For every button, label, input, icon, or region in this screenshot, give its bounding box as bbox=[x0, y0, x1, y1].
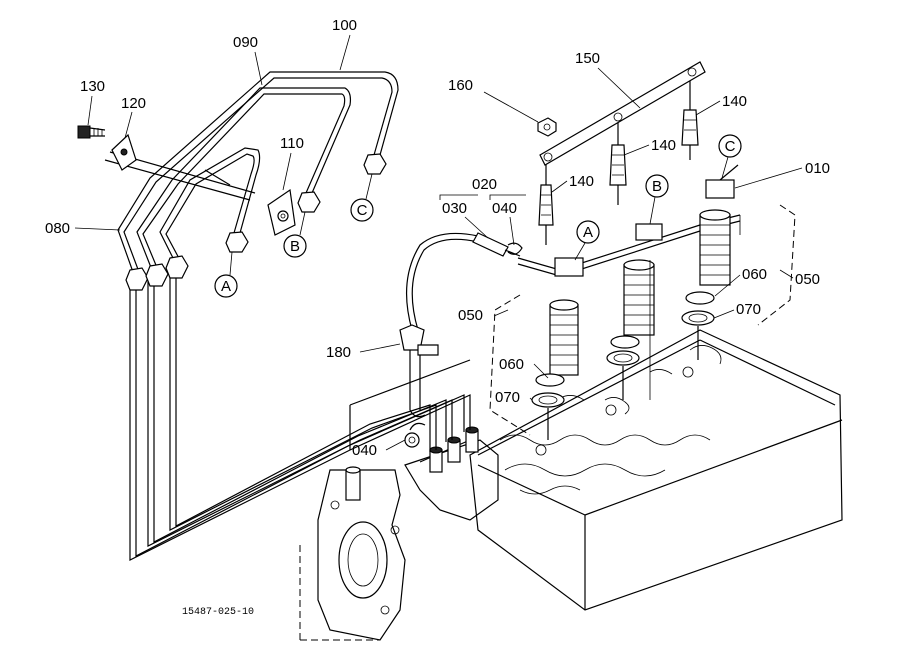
svg-text:040: 040 bbox=[352, 442, 377, 459]
part-label-060-right: 060 bbox=[714, 266, 767, 297]
part-label-050-left: 050 bbox=[458, 307, 509, 324]
part-label-140-right: 140 bbox=[695, 93, 747, 116]
connector-c-pipe: C bbox=[350, 173, 374, 222]
svg-text:070: 070 bbox=[495, 389, 520, 406]
svg-text:100: 100 bbox=[332, 17, 357, 34]
part-label-050-right: 050 bbox=[779, 269, 820, 288]
part-label-070-right: 070 bbox=[713, 301, 761, 319]
svg-text:060: 060 bbox=[499, 356, 524, 373]
part-label-010: 010 bbox=[734, 160, 830, 189]
glow-plug-left bbox=[538, 160, 554, 245]
svg-text:150: 150 bbox=[575, 50, 600, 67]
injection-pump-housing bbox=[299, 426, 499, 641]
drawing-code: 15487-025-10 bbox=[182, 607, 254, 618]
glow-plug-lead-150 bbox=[539, 61, 706, 166]
svg-text:130: 130 bbox=[80, 78, 105, 95]
svg-text:090: 090 bbox=[233, 34, 258, 51]
svg-text:B: B bbox=[290, 238, 300, 255]
svg-text:070: 070 bbox=[736, 301, 761, 318]
part-label-100: 100 bbox=[332, 17, 357, 71]
engine-cylinder-head bbox=[469, 329, 843, 611]
svg-text:020: 020 bbox=[472, 176, 497, 193]
connector-a-nozzle: A bbox=[574, 220, 600, 261]
svg-text:C: C bbox=[357, 202, 368, 219]
svg-text:B: B bbox=[652, 178, 662, 195]
part-label-110: 110 bbox=[280, 135, 304, 191]
svg-text:140: 140 bbox=[651, 137, 676, 154]
part-label-040-upper: 040 bbox=[489, 194, 526, 246]
connector-b-pipe: B bbox=[283, 211, 307, 258]
assembly-outline-050-left bbox=[489, 294, 531, 436]
part-label-130: 130 bbox=[80, 78, 105, 126]
svg-text:030: 030 bbox=[442, 200, 467, 217]
clamp-plate-120 bbox=[111, 133, 137, 171]
svg-text:180: 180 bbox=[326, 344, 351, 361]
injection-pipe-080 bbox=[129, 272, 471, 561]
svg-text:A: A bbox=[221, 278, 231, 295]
part-label-080: 080 bbox=[45, 220, 121, 237]
part-label-040-lower: 040 bbox=[352, 439, 406, 459]
svg-text:120: 120 bbox=[121, 95, 146, 112]
nozzle-holder-left bbox=[531, 257, 584, 440]
svg-text:010: 010 bbox=[805, 160, 830, 177]
injection-pipes-upper bbox=[104, 71, 399, 291]
part-label-090: 090 bbox=[233, 34, 263, 86]
svg-text:140: 140 bbox=[722, 93, 747, 110]
svg-text:050: 050 bbox=[458, 307, 483, 324]
glow-plug-middle bbox=[609, 120, 627, 205]
part-label-140-middle: 140 bbox=[623, 137, 676, 156]
part-label-140-left: 140 bbox=[551, 173, 594, 193]
part-label-070-left: 070 bbox=[495, 389, 533, 406]
pipe-clamp-110 bbox=[267, 188, 296, 236]
svg-text:140: 140 bbox=[569, 173, 594, 190]
svg-text:080: 080 bbox=[45, 220, 70, 237]
connector-a-pipe: A bbox=[214, 251, 238, 298]
svg-text:050: 050 bbox=[795, 271, 820, 288]
svg-text:C: C bbox=[725, 138, 736, 155]
svg-text:110: 110 bbox=[280, 135, 304, 152]
connector-c-nozzle: C bbox=[718, 134, 742, 179]
assembly-outline-050-right bbox=[757, 204, 796, 326]
part-label-150: 150 bbox=[575, 50, 641, 109]
svg-text:060: 060 bbox=[742, 266, 767, 283]
part-label-020: 020 bbox=[472, 176, 497, 193]
nozzle-holder-middle bbox=[606, 223, 663, 400]
nut-160 bbox=[537, 117, 557, 137]
part-label-030: 030 bbox=[439, 194, 489, 239]
connector-b-nozzle: B bbox=[645, 174, 669, 225]
part-label-180: 180 bbox=[326, 343, 401, 361]
part-label-120: 120 bbox=[121, 95, 146, 139]
part-label-060-left: 060 bbox=[499, 356, 549, 379]
nozzle-holder-right bbox=[681, 164, 739, 360]
svg-text:040: 040 bbox=[492, 200, 517, 217]
part-label-160: 160 bbox=[448, 77, 539, 123]
svg-text:160: 160 bbox=[448, 77, 473, 94]
glow-plug-right bbox=[681, 78, 699, 160]
svg-text:A: A bbox=[583, 224, 593, 241]
bolt-130 bbox=[77, 125, 106, 139]
